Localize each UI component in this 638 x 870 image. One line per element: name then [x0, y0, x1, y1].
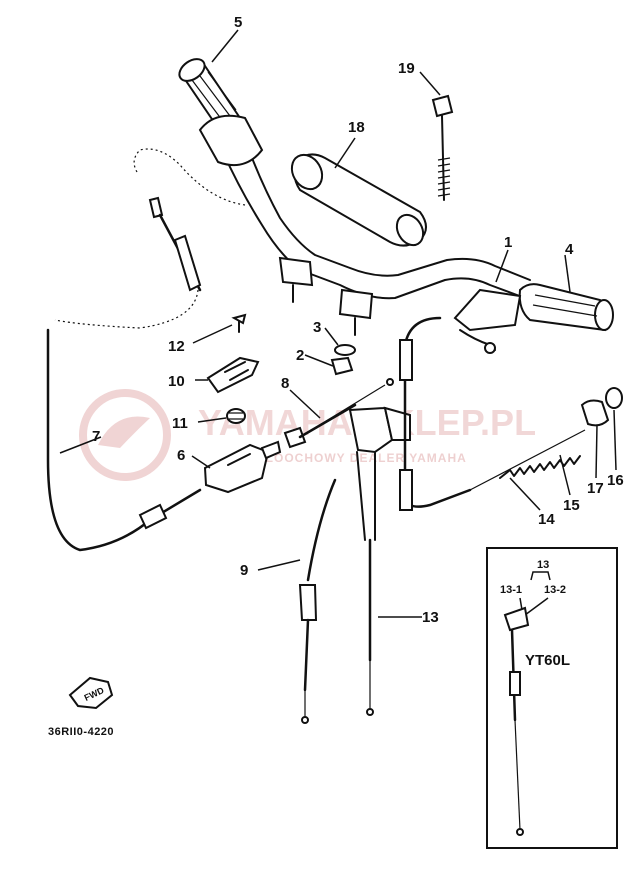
handlebar — [221, 144, 531, 336]
watermark: YAMAHA-SKLEP.PL WIELOOCHOWY DEALER YAMAH… — [79, 389, 536, 481]
callout-14: 14 — [538, 511, 555, 528]
callout-11: 11 — [172, 415, 188, 432]
right-grip — [518, 283, 614, 332]
watermark-logo-mark — [98, 416, 150, 448]
left-grip — [178, 58, 264, 166]
callout-1: 1 — [504, 234, 512, 251]
cable-8 — [283, 378, 394, 449]
nut-2 — [330, 356, 354, 376]
inset-frame — [486, 547, 618, 849]
watermark-logo — [79, 389, 171, 481]
forward-arrow: FWD — [68, 676, 114, 710]
adjuster-17 — [580, 399, 610, 427]
callout-18: 18 — [348, 119, 365, 136]
cable-9 — [298, 478, 337, 724]
watermark-tagline: WIELOOCHOWY DEALER YAMAHA — [240, 451, 467, 465]
brake-lever — [453, 288, 522, 354]
callouts: 1 2 3 4 5 6 7 8 9 10 11 12 13 14 15 16 1… — [92, 14, 624, 626]
inset-callout-13-2: 13-2 — [544, 584, 566, 596]
callout-13: 13 — [422, 609, 439, 626]
callout-3: 3 — [313, 319, 321, 336]
callout-12: 12 — [168, 338, 185, 355]
callout-8: 8 — [281, 375, 289, 392]
variant-inset: YT60L 13 13-1 13-2 — [486, 547, 618, 849]
screw-12 — [231, 313, 247, 333]
diagram-code: 36RII0-4220 — [48, 726, 114, 738]
variant-label: YT60L — [525, 652, 570, 669]
callout-2: 2 — [296, 347, 304, 364]
brake-cable — [399, 316, 472, 511]
callout-5: 5 — [234, 14, 242, 31]
throttle-housing — [348, 406, 411, 716]
callout-7: 7 — [92, 428, 100, 445]
inset-callout-13-1: 13-1 — [500, 584, 522, 596]
cap-16 — [605, 387, 623, 409]
knob-11 — [226, 408, 246, 424]
leader-lines — [59, 29, 617, 618]
spring-15 — [469, 429, 586, 491]
callout-10: 10 — [168, 373, 185, 390]
bracket-10 — [206, 356, 260, 394]
callout-17: 17 — [587, 480, 604, 497]
washer-3 — [334, 344, 356, 356]
callout-4: 4 — [565, 241, 574, 258]
handlebar-pad — [290, 153, 427, 247]
callout-15: 15 — [563, 497, 580, 514]
switch-housing-6 — [203, 440, 282, 494]
callout-9: 9 — [240, 562, 248, 579]
callout-16: 16 — [607, 472, 624, 489]
bolt-19 — [431, 94, 454, 201]
inset-callout-13: 13 — [537, 559, 549, 571]
callout-6: 6 — [177, 447, 185, 464]
callout-19: 19 — [398, 60, 415, 77]
cable-7 — [46, 148, 246, 552]
